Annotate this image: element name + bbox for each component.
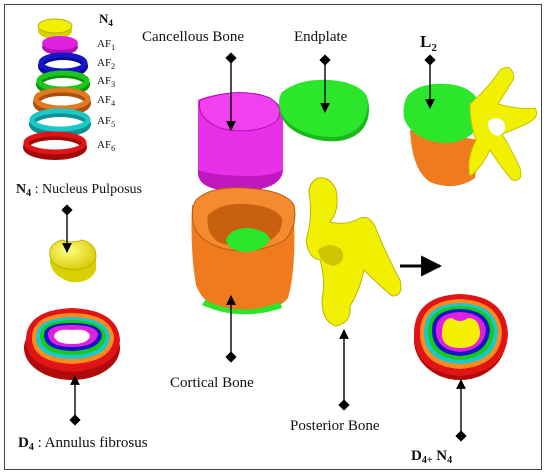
- cortical-bone-label: Cortical Bone: [170, 375, 254, 391]
- stack-label-af4: AF4: [97, 94, 115, 108]
- stack-label-af3: AF3: [97, 75, 115, 89]
- posterior-bone-shape: [306, 178, 401, 326]
- endplate-shape: [279, 80, 369, 142]
- combined-disc-label: D4+ N4: [411, 448, 452, 466]
- stack-label-af5: AF5: [97, 115, 115, 129]
- nucleus-pulposus-label: N4 : Nucleus Pulposus: [16, 182, 142, 199]
- stack-nucleus-shape: [38, 19, 72, 33]
- stack-nucleus-layer: [38, 19, 72, 39]
- stack-af5-layer: [32, 111, 88, 134]
- annulus-fibrosus-shape: [24, 308, 120, 380]
- stack-label-af6: AF6: [97, 139, 115, 153]
- layer-stack: [26, 19, 88, 157]
- stack-label-af2: AF2: [97, 57, 115, 71]
- stack-af6-layer: [26, 134, 84, 157]
- l2-label: L2: [420, 32, 437, 54]
- endplate-label: Endplate: [294, 29, 348, 45]
- cancellous-bone-shape: [198, 92, 283, 191]
- stack-af1-layer: [42, 36, 78, 55]
- cortical-bone-shape: [192, 188, 295, 315]
- annulus-fibrosus-label: D4 : Annulus fibrosus: [18, 435, 148, 453]
- combined-disc-shape: [414, 294, 508, 380]
- stack-legend: N4 AF1 AF2 AF3 AF4 AF5 AF6: [97, 11, 115, 153]
- posterior-bone-label: Posterior Bone: [290, 418, 380, 434]
- stack-label-n4: N4: [99, 11, 113, 28]
- nucleus-pulposus-shape: [50, 240, 96, 282]
- cancellous-bone-label: Cancellous Bone: [142, 29, 244, 45]
- stack-label-af1: AF1: [97, 38, 115, 52]
- l2-vertebra-shape: [404, 67, 537, 186]
